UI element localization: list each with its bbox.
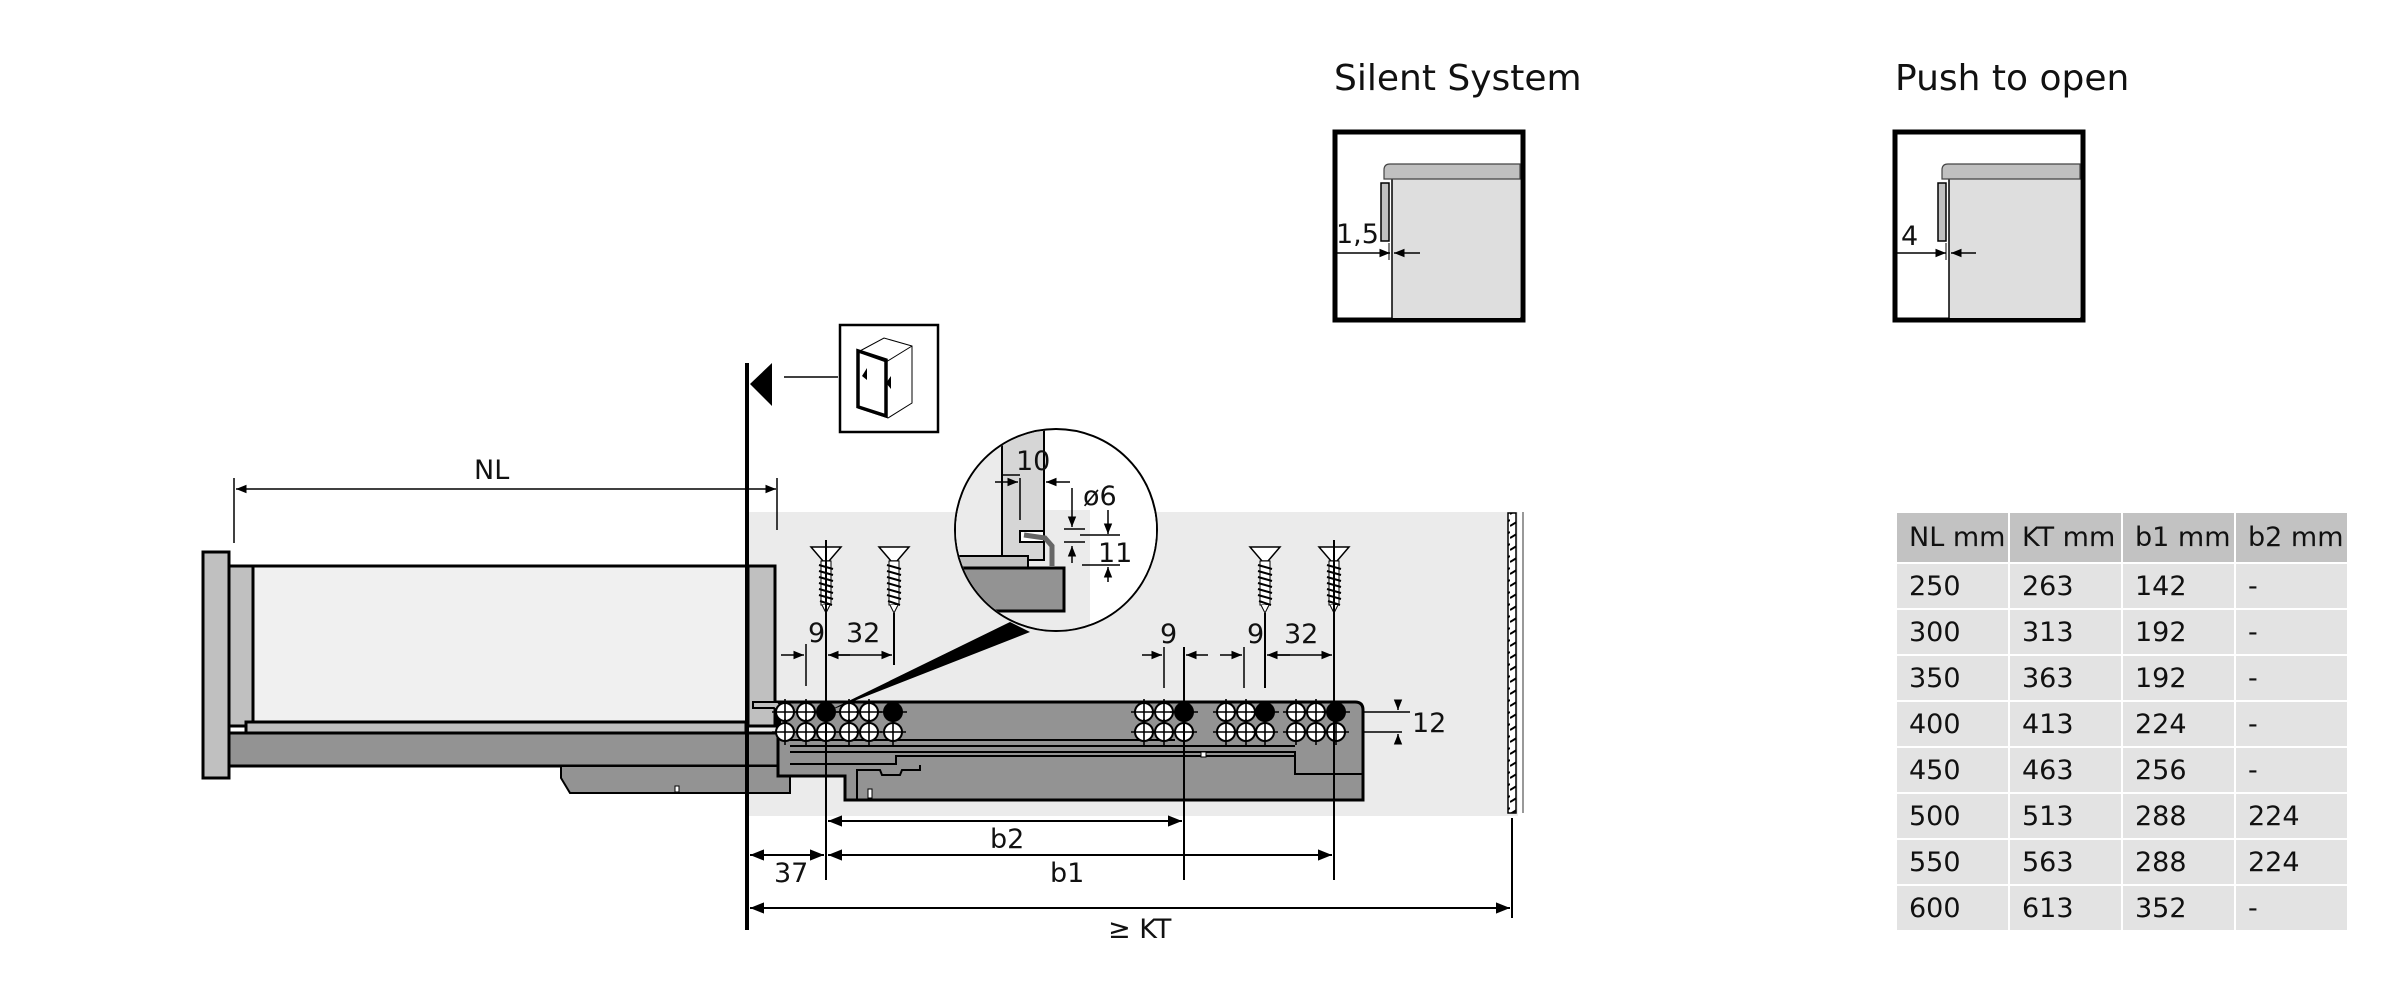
front-edge-triangle-icon	[750, 363, 772, 406]
silent-gap-label: 1,5	[1336, 219, 1379, 250]
cell-b1: 288	[2122, 792, 2236, 839]
b2-label: b2	[990, 824, 1024, 855]
right-spacing-32-label: 32	[1284, 619, 1318, 650]
drawer-front	[201, 550, 231, 780]
cell-b2: 224	[2235, 838, 2347, 885]
detail-leader	[826, 622, 1030, 712]
cell-nl: 250	[1897, 562, 2010, 609]
cell-b2: 224	[2235, 792, 2347, 839]
silent-system-title: Silent System	[1334, 58, 1582, 99]
cabinet-front-mount-icon	[838, 323, 940, 434]
hole-spacing-dimensions: 9 32 9 9 32 12	[781, 540, 1446, 880]
push-to-open-title: Push to open	[1895, 58, 2129, 99]
cell-b1: 192	[2122, 654, 2236, 701]
cell-nl: 550	[1897, 838, 2010, 885]
cell-b2: -	[2235, 608, 2347, 655]
cell-kt: 563	[2009, 838, 2123, 885]
header-nl: NL mm	[1897, 513, 2010, 563]
cell-b1: 256	[2122, 746, 2236, 793]
cell-b2: -	[2235, 746, 2347, 793]
b1-label: b1	[1050, 858, 1084, 889]
cell-b1: 192	[2122, 608, 2236, 655]
cell-b1: 288	[2122, 838, 2236, 885]
detail-magnifier: 10 ø6 11	[954, 428, 1158, 632]
cell-kt: 463	[2009, 746, 2123, 793]
cell-kt: 263	[2009, 562, 2123, 609]
mid-offset-9-label: 9	[1160, 619, 1177, 650]
push-gap-label: 4	[1901, 221, 1918, 252]
detail-hole-diameter-label: ø6	[1083, 481, 1117, 512]
left-spacing-32-label: 32	[846, 618, 880, 649]
drawer	[201, 550, 791, 794]
cell-kt: 363	[2009, 654, 2123, 701]
header-b2: b2 mm	[2235, 513, 2347, 563]
cell-kt: 613	[2009, 884, 2123, 930]
runner	[752, 700, 1365, 802]
cell-b1: 142	[2122, 562, 2236, 609]
cell-nl: 600	[1897, 884, 2010, 930]
cell-b2: -	[2235, 700, 2347, 747]
cell-nl: 500	[1897, 792, 2010, 839]
kt-label: ≥ KT	[1108, 914, 1172, 945]
row-spacing-12-label: 12	[1412, 708, 1446, 739]
cell-b2: -	[2235, 562, 2347, 609]
right-offset-9-label: 9	[1247, 619, 1264, 650]
cell-nl: 300	[1897, 608, 2010, 655]
cell-b1: 352	[2122, 884, 2236, 930]
header-b1: b1 mm	[2122, 513, 2236, 563]
cell-kt: 413	[2009, 700, 2123, 747]
cell-b1: 224	[2122, 700, 2236, 747]
left-offset-9-label: 9	[808, 618, 825, 649]
push-to-open-panel: Push to open 4	[1892, 58, 2129, 323]
nl-dimension: NL	[233, 455, 778, 543]
detail-thickness-label: 10	[1016, 446, 1050, 477]
front-offset-37-label: 37	[774, 858, 808, 889]
cell-kt: 513	[2009, 792, 2123, 839]
nl-label: NL	[474, 455, 509, 486]
silent-system-panel: Silent System 1,5	[1332, 58, 1582, 323]
cell-nl: 450	[1897, 746, 2010, 793]
cabinet-back-wall	[1507, 512, 1517, 814]
header-kt: KT mm	[2009, 513, 2123, 563]
depth-dimensions: b2 37 b1 ≥ KT	[750, 815, 1513, 945]
cell-nl: 350	[1897, 654, 2010, 701]
table-header-row: NL mm KT mm b1 mm b2 mm	[1897, 513, 2347, 563]
cell-kt: 313	[2009, 608, 2123, 655]
cell-nl: 400	[1897, 700, 2010, 747]
detail-hole-height-label: 11	[1098, 538, 1132, 569]
cell-b2: -	[2235, 654, 2347, 701]
cell-b2: -	[2235, 884, 2347, 930]
